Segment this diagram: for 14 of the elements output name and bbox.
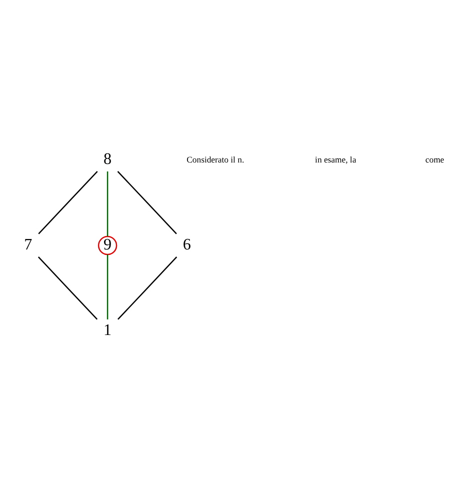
- node-text: 1: [103, 322, 112, 339]
- connector: [37, 256, 98, 320]
- label: come: [424, 154, 444, 164]
- label: in esame, la: [314, 154, 356, 164]
- connector: [117, 256, 177, 320]
- node-circle: 9: [97, 236, 117, 256]
- connector: [106, 254, 108, 320]
- node-text: 7: [24, 236, 32, 254]
- node-text: 6: [182, 236, 190, 254]
- label: Considerato il n.: [186, 154, 244, 164]
- connector: [116, 171, 176, 234]
- node-text: 8: [103, 150, 112, 168]
- connector: [38, 171, 98, 234]
- connector: [106, 171, 108, 236]
